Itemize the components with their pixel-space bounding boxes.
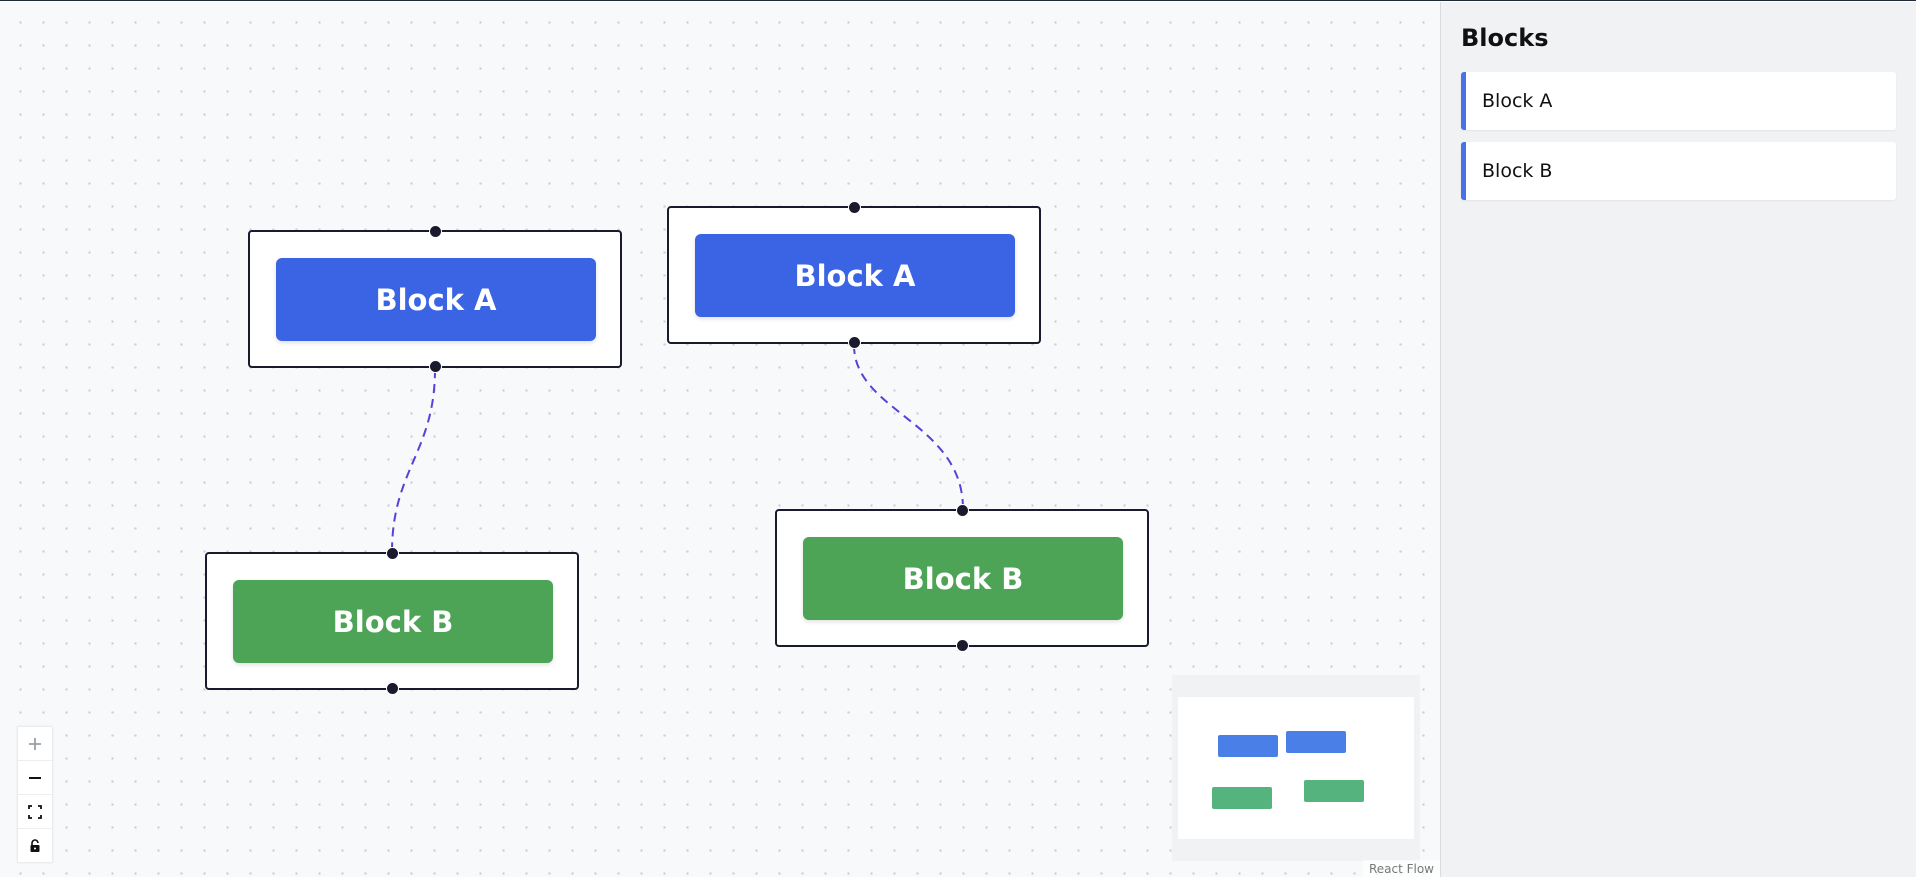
- source-handle[interactable]: [955, 639, 969, 652]
- palette-item-block-b[interactable]: Block B: [1461, 142, 1896, 200]
- minimap-node-b-2: [1304, 780, 1364, 802]
- block-b-label: Block B: [803, 537, 1123, 620]
- node-block-a-1[interactable]: Block A: [248, 225, 622, 373]
- plus-icon: [29, 737, 41, 750]
- source-handle[interactable]: [385, 682, 399, 695]
- lock-button[interactable]: [18, 829, 52, 862]
- block-a-label: Block A: [695, 234, 1015, 317]
- flow-canvas[interactable]: Block A Block A Block B Block B: [0, 2, 1440, 877]
- target-handle[interactable]: [955, 504, 969, 517]
- react-flow-attribution[interactable]: React Flow: [1362, 860, 1440, 877]
- zoom-out-button[interactable]: [18, 761, 52, 795]
- node-block-b-1[interactable]: Block B: [205, 547, 579, 695]
- target-handle[interactable]: [428, 225, 442, 238]
- fit-view-button[interactable]: [18, 795, 52, 829]
- node-block-b-2[interactable]: Block B: [775, 504, 1149, 652]
- node-block-a-2[interactable]: Block A: [667, 201, 1041, 349]
- block-a-label: Block A: [276, 258, 596, 341]
- blocks-sidebar: Blocks Block A Block B: [1440, 2, 1916, 877]
- minimap-viewport: [1178, 697, 1414, 839]
- fit-view-icon: [28, 804, 42, 819]
- minimap[interactable]: [1172, 675, 1420, 861]
- flow-controls: [18, 727, 52, 862]
- minimap-node-a-1: [1218, 735, 1278, 757]
- target-handle[interactable]: [385, 547, 399, 560]
- edge-a1-b1[interactable]: [391, 368, 436, 553]
- sidebar-title: Blocks: [1461, 24, 1549, 52]
- zoom-in-button[interactable]: [18, 727, 52, 761]
- source-handle[interactable]: [847, 336, 861, 349]
- minimap-node-a-2: [1286, 731, 1346, 753]
- block-b-label: Block B: [233, 580, 553, 663]
- source-handle[interactable]: [428, 360, 442, 373]
- edge-a2-b2[interactable]: [853, 344, 964, 510]
- lock-icon: [30, 838, 40, 852]
- target-handle[interactable]: [847, 201, 861, 214]
- minimap-node-b-1: [1212, 787, 1272, 809]
- minus-icon: [29, 776, 41, 779]
- palette-item-block-a[interactable]: Block A: [1461, 72, 1896, 130]
